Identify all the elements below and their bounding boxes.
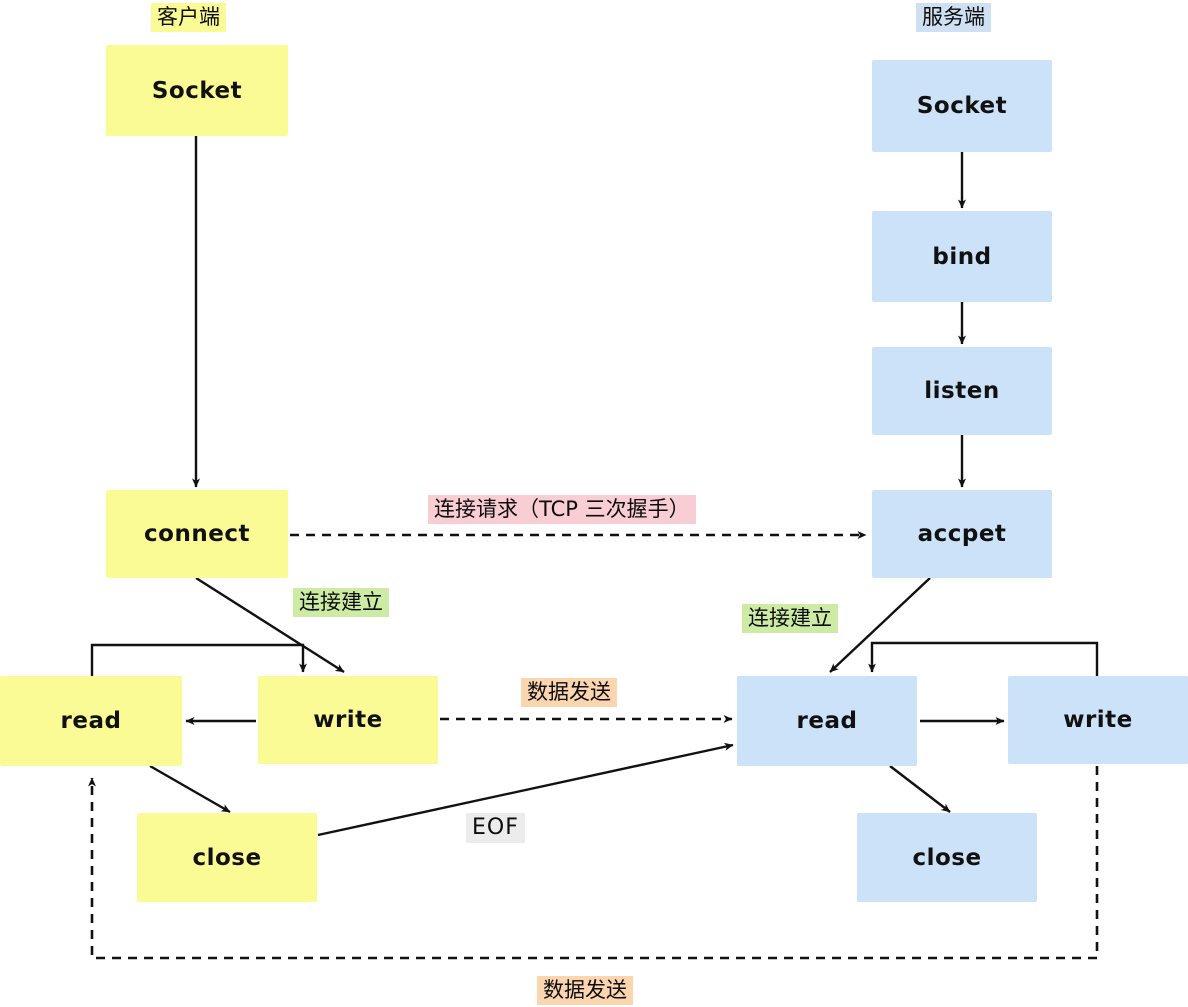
label-data-send-bottom: 数据发送	[537, 976, 633, 1006]
node-label: write	[1063, 707, 1133, 733]
client-section-title: 客户端	[151, 3, 226, 33]
node-server-read[interactable]: read	[737, 676, 917, 766]
edge-server-read-close	[889, 765, 951, 813]
node-client-socket[interactable]: Socket	[106, 45, 288, 136]
node-label: read	[60, 708, 122, 734]
label-eof: EOF	[466, 813, 525, 844]
edge-client-read-write-loop	[90, 643, 307, 676]
node-label: close	[192, 844, 262, 871]
node-server-accept[interactable]: accpet	[872, 490, 1052, 578]
node-label: close	[912, 844, 982, 871]
node-label: write	[313, 707, 383, 733]
node-label: Socket	[916, 93, 1008, 119]
node-label: Socket	[151, 77, 243, 104]
node-server-bind[interactable]: bind	[872, 211, 1052, 302]
label-data-send-top: 数据发送	[521, 678, 617, 708]
label-connection-established-client: 连接建立	[293, 588, 389, 618]
node-client-write[interactable]: write	[258, 676, 438, 764]
node-client-close[interactable]: close	[137, 813, 317, 902]
node-label: connect	[144, 521, 250, 547]
server-section-title: 服务端	[916, 3, 991, 33]
node-client-read[interactable]: read	[0, 676, 182, 766]
edge-client-read-close	[149, 764, 231, 814]
node-label: listen	[924, 378, 1000, 404]
node-server-listen[interactable]: listen	[872, 347, 1052, 435]
node-label: accpet	[917, 521, 1007, 547]
label-handshake: 连接请求（TCP 三次握手）	[428, 495, 696, 525]
edge-server-write-read-loop	[868, 641, 1099, 676]
edge-accept-read	[829, 577, 931, 673]
node-label: read	[796, 708, 858, 734]
node-client-connect[interactable]: connect	[106, 490, 288, 578]
node-server-socket[interactable]: Socket	[872, 60, 1052, 152]
label-connection-established-server: 连接建立	[742, 604, 838, 634]
node-label: bind	[932, 243, 992, 270]
node-server-close[interactable]: close	[857, 813, 1037, 902]
node-server-write[interactable]: write	[1008, 676, 1188, 764]
